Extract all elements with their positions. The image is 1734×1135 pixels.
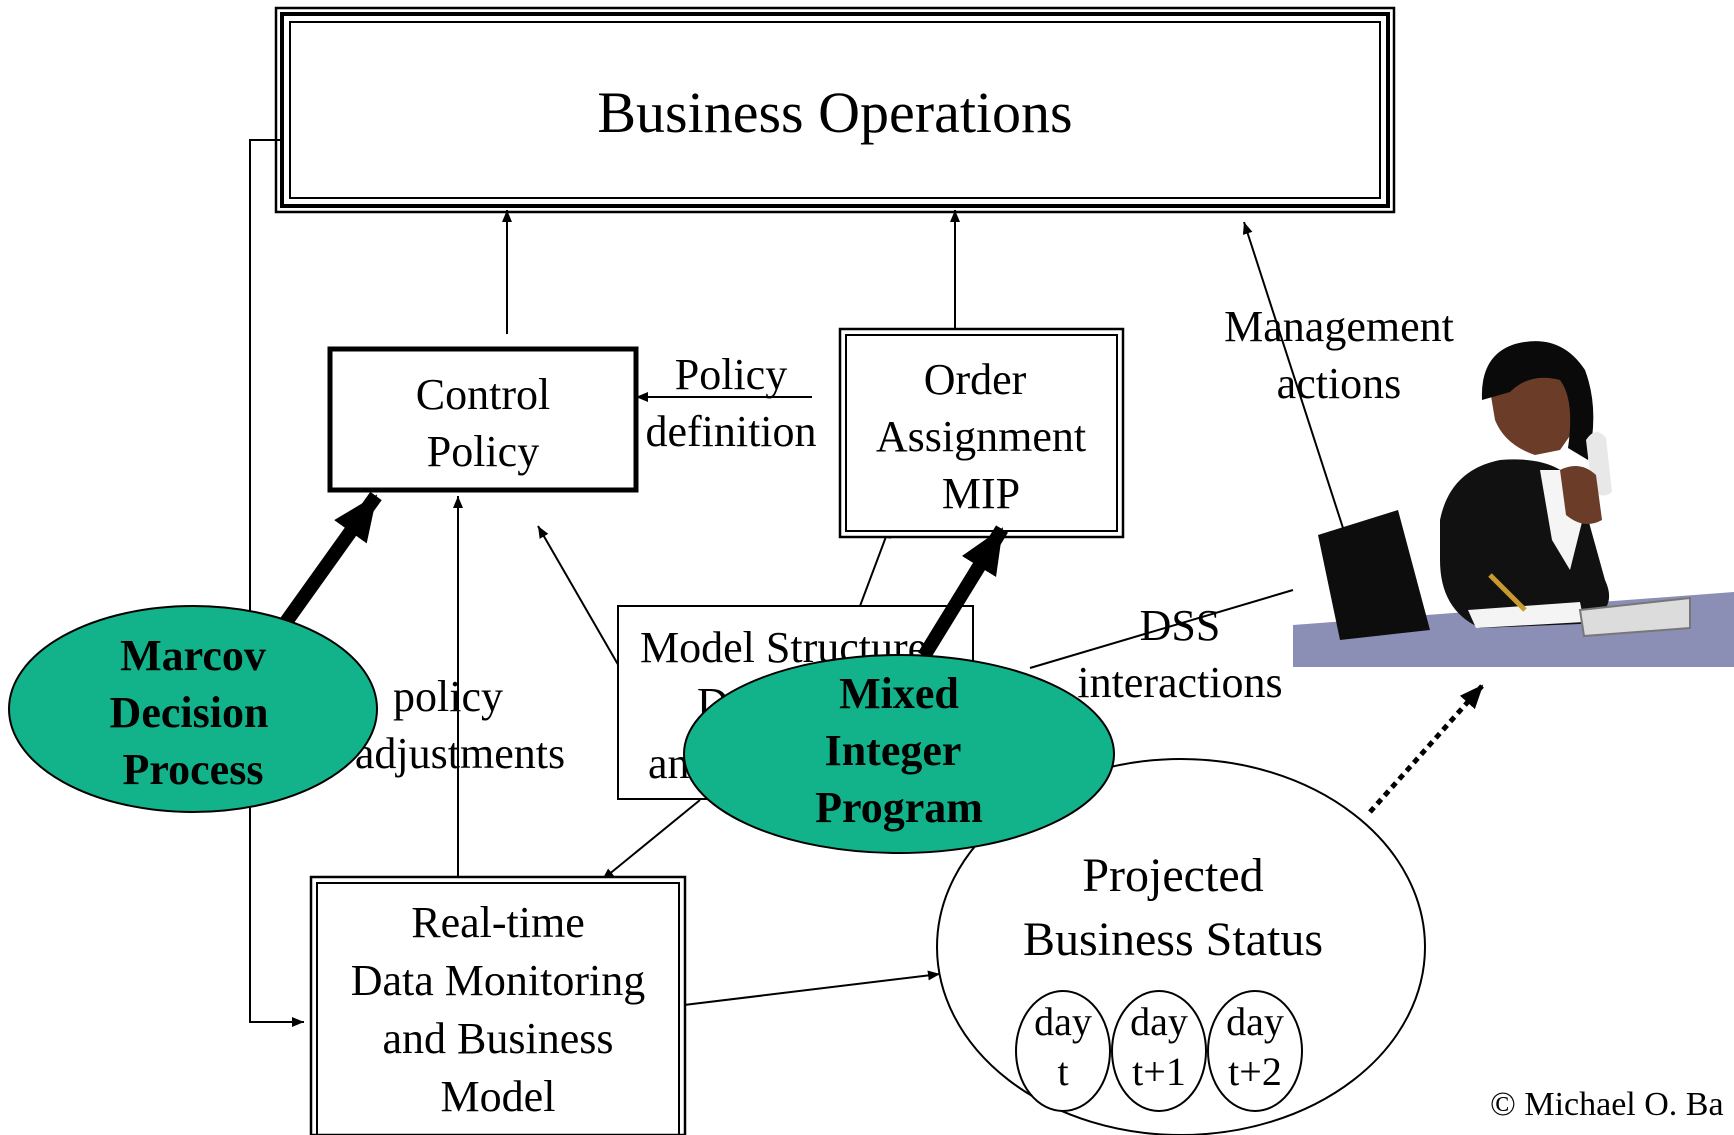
businesswoman-clipart <box>1293 341 1734 667</box>
control-policy-line1: Control <box>416 370 550 419</box>
projected-status-ellipse: Projected Business Status day t day t+1 … <box>936 758 1426 1135</box>
control-policy-box: Control Policy <box>327 346 639 493</box>
markov-decision-process-ellipse: Marcov Decision Process <box>8 605 378 813</box>
svg-text:Integer: Integer <box>825 726 962 775</box>
order-assignment-box: Order Assignment MIP <box>838 327 1125 539</box>
svg-text:Process: Process <box>123 745 264 794</box>
svg-text:actions: actions <box>1277 359 1402 408</box>
control-policy-line2: Policy <box>427 427 539 476</box>
hair <box>1481 341 1594 460</box>
connector-lines <box>249 139 1344 1027</box>
svg-text:t+1: t+1 <box>1132 1049 1186 1094</box>
projected-status-line2: Business Status <box>1023 913 1323 966</box>
projection-dotted-arrow <box>1368 684 1484 814</box>
desk-phone <box>1578 596 1691 638</box>
svg-text:policy: policy <box>393 672 503 721</box>
policy-definition-label: Policy definition <box>645 350 816 456</box>
order-assignment-line1: Order <box>924 355 1027 404</box>
chair <box>1318 510 1430 640</box>
svg-text:day: day <box>1130 999 1188 1044</box>
order-assignment-line2: Assignment <box>876 412 1086 461</box>
svg-text:Management: Management <box>1224 302 1454 351</box>
svg-text:Marcov: Marcov <box>120 631 266 680</box>
svg-text:Program: Program <box>815 783 983 832</box>
svg-text:interactions: interactions <box>1077 658 1282 707</box>
mixed-integer-program-ellipse: Mixed Integer Program <box>683 654 1115 854</box>
realtime-model-box: Real-time Data Monitoring and Business M… <box>309 875 687 1135</box>
svg-text:Mixed: Mixed <box>839 669 959 718</box>
day-t: day t <box>1015 990 1111 1112</box>
paper <box>1468 602 1584 628</box>
day-t-plus-1: day t+1 <box>1111 990 1207 1112</box>
svg-text:day: day <box>1034 999 1092 1044</box>
mip-to-order-assignment-arrow <box>918 525 1008 660</box>
realtime-model-line3: and Business <box>383 1014 614 1063</box>
model-structure-line3: an <box>648 739 690 788</box>
pen <box>1488 573 1527 612</box>
business-operations-box: Business Operations <box>274 6 1396 214</box>
svg-text:Decision: Decision <box>110 688 269 737</box>
svg-text:definition: definition <box>645 407 816 456</box>
svg-text:Policy: Policy <box>675 350 787 399</box>
hand <box>1560 466 1602 524</box>
svg-text:day: day <box>1226 999 1284 1044</box>
order-assignment-line3: MIP <box>942 469 1020 518</box>
svg-text:t+2: t+2 <box>1228 1049 1282 1094</box>
business-operations-title: Business Operations <box>597 80 1072 145</box>
mdp-to-control-policy-arrow <box>280 491 382 627</box>
svg-text:adjustments: adjustments <box>355 729 565 778</box>
realtime-model-line2: Data Monitoring <box>351 956 646 1005</box>
realtime-model-line1: Real-time <box>411 898 585 947</box>
copyright-text: © Michael O. Ba <box>1490 1086 1724 1123</box>
day-t-plus-2: day t+2 <box>1207 990 1303 1112</box>
svg-text:t: t <box>1057 1049 1068 1094</box>
policy-adjustments-label: policy adjustments <box>355 672 565 778</box>
management-actions-label: Management actions <box>1224 302 1454 408</box>
projected-status-line1: Projected <box>1082 849 1263 902</box>
realtime-model-line4: Model <box>441 1072 556 1121</box>
dss-interactions-label: DSS interactions <box>1077 601 1282 707</box>
svg-text:DSS: DSS <box>1140 601 1221 650</box>
